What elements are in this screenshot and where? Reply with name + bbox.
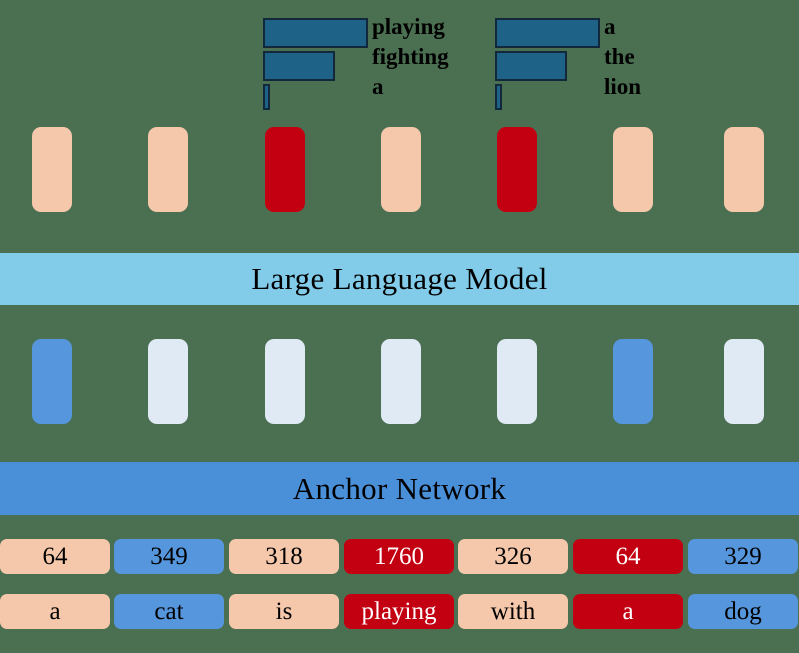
prediction-bar-2-3 — [495, 84, 502, 110]
token-id-pill: 64 — [573, 539, 683, 574]
prediction-bars-2 — [495, 18, 605, 110]
token-word-pill: with — [458, 594, 568, 629]
prediction-label-1-2: fighting — [372, 44, 449, 69]
llm-cell — [724, 127, 764, 212]
prediction-labels-1: playing fighting a — [372, 12, 502, 116]
large-language-model-banner: Large Language Model — [0, 253, 799, 305]
prediction-label-2-3: lion — [604, 74, 642, 99]
anchor-cell — [265, 339, 305, 424]
llm-cell — [32, 127, 72, 212]
prediction-bar-1-3 — [263, 84, 270, 110]
llm-cell — [265, 127, 305, 212]
anchor-cell — [148, 339, 188, 424]
anchor-cell — [381, 339, 421, 424]
token-word-pill: cat — [114, 594, 224, 629]
prediction-bars-1 — [263, 18, 373, 110]
prediction-bar-2-1 — [495, 18, 600, 48]
token-word-pill: a — [573, 594, 683, 629]
token-word-pill: dog — [688, 594, 798, 629]
llm-cell — [148, 127, 188, 212]
prediction-bar-2-2 — [495, 51, 567, 81]
anchor-cell — [32, 339, 72, 424]
prediction-labels-2: a the lion — [604, 12, 734, 116]
large-language-model-label: Large Language Model — [251, 261, 548, 296]
prediction-label-1-3: a — [372, 74, 384, 99]
anchor-cell — [497, 339, 537, 424]
token-id-pill: 329 — [688, 539, 798, 574]
token-id-pill: 326 — [458, 539, 568, 574]
token-id-pill: 318 — [229, 539, 339, 574]
anchor-network-label: Anchor Network — [292, 470, 507, 506]
llm-cell — [381, 127, 421, 212]
token-word-pill: is — [229, 594, 339, 629]
token-id-pill: 349 — [114, 539, 224, 574]
token-id-pill: 64 — [0, 539, 110, 574]
token-id-pill: 1760 — [344, 539, 454, 574]
prediction-bar-1-1 — [263, 18, 368, 48]
prediction-label-2-1: a — [604, 14, 616, 39]
prediction-label-2-2: the — [604, 44, 635, 69]
llm-cell — [497, 127, 537, 212]
llm-cell — [613, 127, 653, 212]
token-word-pill: playing — [344, 594, 454, 629]
anchor-network-banner: Anchor Network — [0, 462, 799, 515]
anchor-cell — [724, 339, 764, 424]
anchor-cell — [613, 339, 653, 424]
prediction-label-1-1: playing — [372, 14, 445, 39]
prediction-bar-1-2 — [263, 51, 335, 81]
token-word-pill: a — [0, 594, 110, 629]
